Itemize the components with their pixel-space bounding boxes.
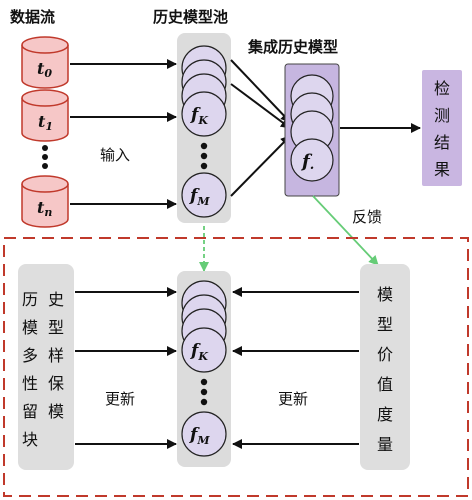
history-pool-top: fK fM [177,33,231,223]
feedback-label: 反馈 [352,208,382,226]
ensemble-model-label: 集成历史模型 [247,38,338,56]
svg-text:fM: fM [189,425,210,447]
data-stream-label: 数据流 [10,8,55,26]
value-module-text: 模型价值度量 [377,285,393,454]
arrow-pool-ensemble-bottom [230,135,291,197]
stream-cylinder-1: t1 [21,89,69,142]
update-module-dashed-box [3,237,469,497]
update-left-label: 更新 [105,390,135,408]
value-module-box: 模型价值度量 [360,264,410,470]
arrow-pool-ensemble-top [230,59,291,123]
update-right-label: 更新 [278,390,308,408]
svg-text:t1: t1 [38,112,53,133]
feedback-arrow [312,195,379,266]
diversity-module-text: 历史模型多样性保留模块 [22,290,64,449]
stream-cylinder-n: tn [21,175,69,228]
history-pool-label: 历史模型池 [153,8,228,26]
detection-result-box: 检测结果 [422,70,462,186]
diversity-module-box: 历史模型多样性保留模块 [18,264,74,470]
svg-text:tn: tn [37,198,52,219]
arrow-pool-ensemble-mid [230,83,291,129]
svg-text:fK: fK [190,105,208,127]
detection-result-text: 检测结果 [434,79,450,179]
history-pool-bottom: fK fM [177,271,231,467]
stream-cylinder-0: t0 [21,36,69,89]
svg-text:fM: fM [189,186,210,208]
ensemble-model: f. [284,63,340,197]
stream-dots [42,145,48,169]
svg-text:t0: t0 [37,59,52,80]
svg-text:fK: fK [190,341,208,363]
input-label: 输入 [100,146,130,164]
